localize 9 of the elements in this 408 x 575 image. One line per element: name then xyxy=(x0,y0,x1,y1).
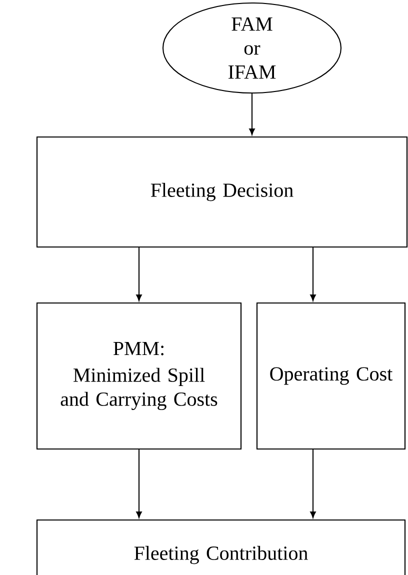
arrow xyxy=(136,450,142,518)
arrow xyxy=(136,248,142,301)
process-box: Fleeting Contribution xyxy=(36,519,406,575)
arrow xyxy=(310,248,316,301)
process-box: PMM: Minimized Spill and Carrying Costs xyxy=(36,302,242,450)
arrow xyxy=(310,450,316,518)
process-box: Operating Cost xyxy=(256,302,406,450)
arrow xyxy=(249,94,255,135)
process-box: Fleeting Decision xyxy=(36,136,408,248)
